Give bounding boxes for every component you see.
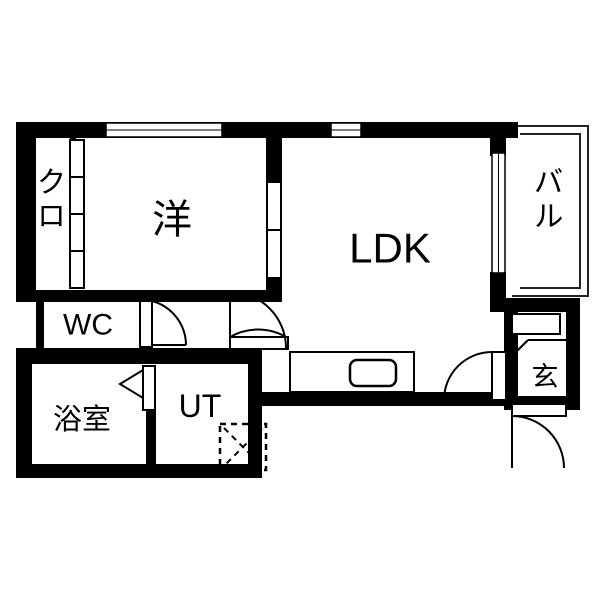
room-label-western-room: 洋 (152, 198, 192, 242)
washing-machine-space-icon (218, 422, 268, 472)
bathroom-folding-door-icon[interactable] (118, 365, 156, 411)
room-label-balcony: バル (529, 166, 562, 234)
entrance-inner-door-icon[interactable] (443, 351, 507, 401)
bedroom-sliding-door-icon[interactable] (266, 181, 282, 279)
sliding-door-balcony-icon[interactable] (491, 152, 506, 274)
entrance-step-line (509, 339, 566, 359)
room-label-utility: UT (179, 388, 222, 424)
entrance-main-door-icon[interactable] (511, 403, 567, 469)
window-ldk-top-icon (330, 122, 362, 138)
kitchen-counter-icon (289, 351, 415, 393)
room-label-entrance: 玄 (532, 362, 559, 392)
shoe-cabinet-icon (511, 313, 561, 335)
room-label-toilet: WC (63, 309, 113, 342)
interior-walls (16, 122, 282, 466)
room-label-bathroom: 浴室 (53, 403, 111, 436)
room-label-ldk: LDK (349, 225, 431, 272)
wc-swing-door-icon[interactable] (139, 300, 187, 348)
utility-swing-door-icon[interactable] (229, 291, 289, 350)
balcony-outline (512, 125, 589, 297)
closet-sliding-doors-icon[interactable] (69, 139, 85, 289)
windows (105, 122, 506, 274)
room-label-closet: クロ (32, 166, 65, 234)
window-bedroom-icon (105, 122, 223, 138)
